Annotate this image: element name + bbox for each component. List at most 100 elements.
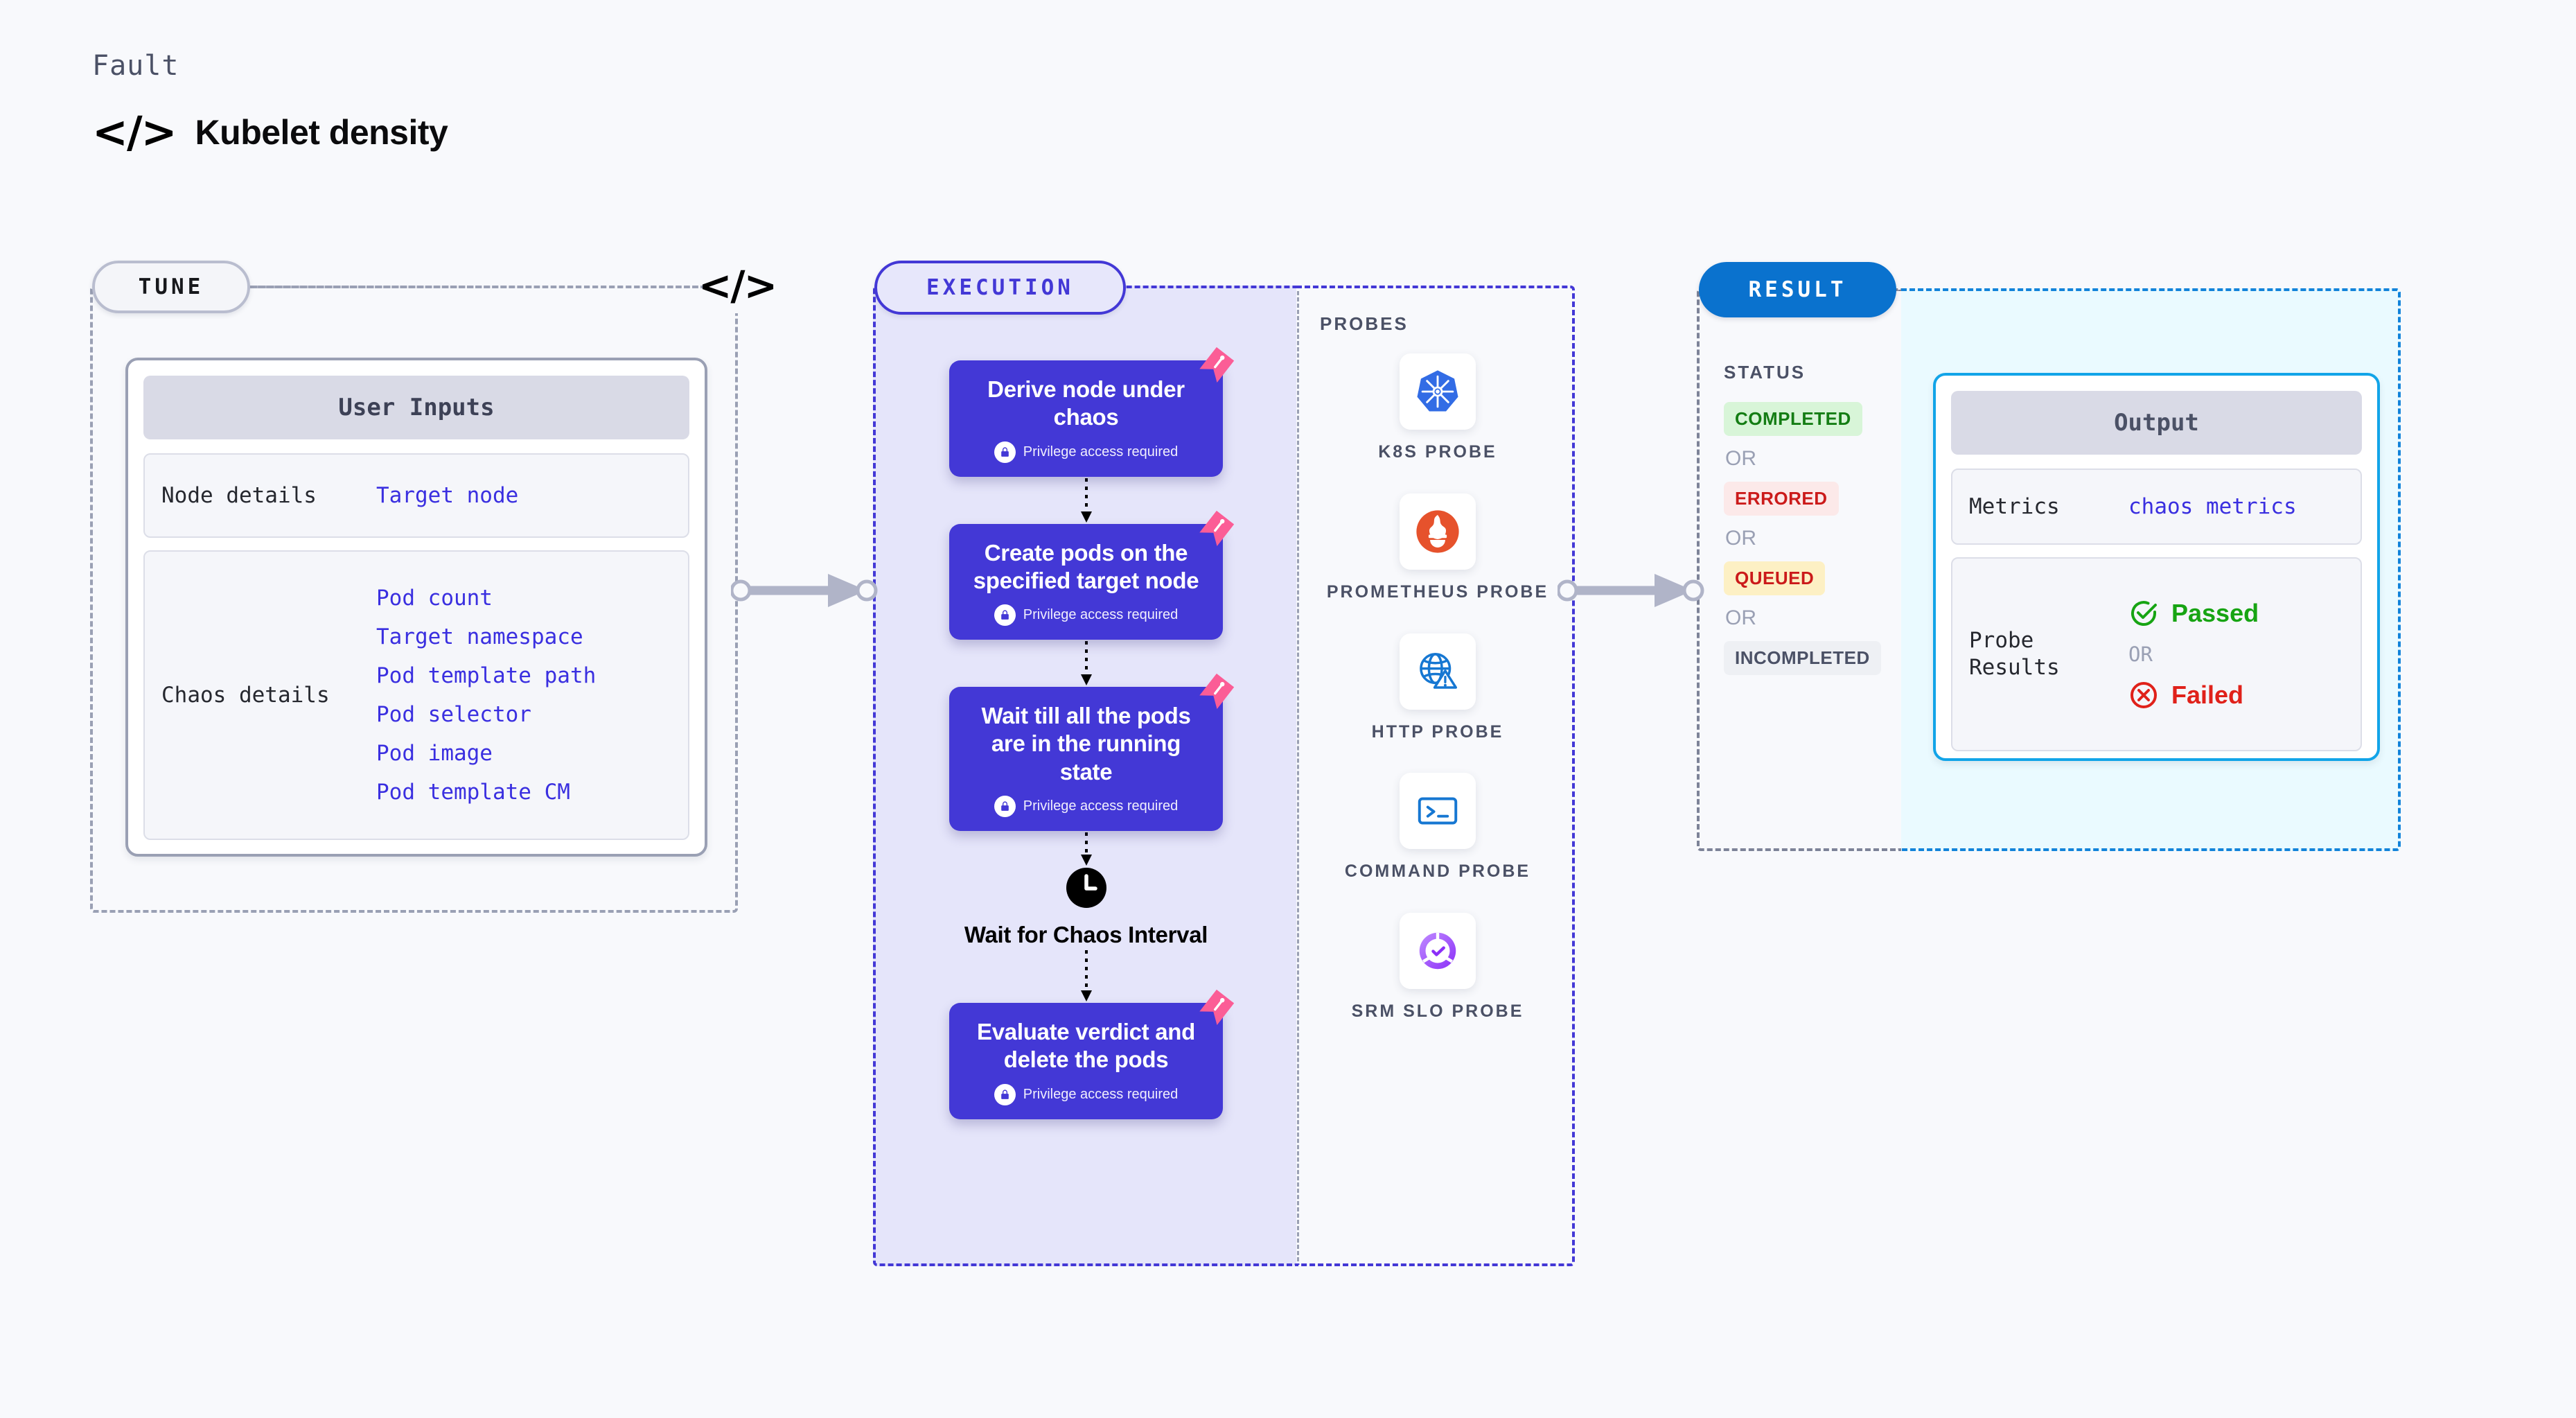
probe-result-passed: Passed (2128, 598, 2259, 629)
wait-label: Wait for Chaos Interval (964, 921, 1208, 947)
probe-item-http[interactable]: HTTP PROBE (1320, 633, 1555, 744)
wait-for-chaos-interval: Wait for Chaos Interval (949, 867, 1223, 949)
privilege-text: Privilege access required (1023, 444, 1179, 459)
metrics-value[interactable]: chaos metrics (2128, 494, 2297, 519)
probe-result-failed: Failed (2128, 680, 2259, 710)
step-privilege-note: Privilege access required (967, 1083, 1205, 1105)
flow-arrow (949, 477, 1223, 524)
row-label: Metrics (1969, 493, 2060, 519)
input-pod-count[interactable]: Pod count (376, 586, 493, 611)
flow-arrow (949, 831, 1223, 867)
lock-icon (994, 441, 1016, 463)
failed-label: Failed (2171, 681, 2244, 709)
x-circle-icon (2131, 682, 2157, 708)
execution-step-card[interactable]: Derive node under chaos Privilege access… (949, 347, 1235, 477)
ribbon-badge-icon (1199, 510, 1235, 546)
input-target-namespace[interactable]: Target namespace (376, 624, 583, 649)
connector-execution-to-result (1556, 570, 1706, 615)
row-label: Node details (161, 482, 317, 508)
connector-tune-to-execution (730, 570, 880, 615)
step-privilege-note: Privilege access required (967, 441, 1205, 463)
execution-flow: Derive node under chaos Privilege access… (949, 347, 1235, 1119)
input-target-node[interactable]: Target node (376, 483, 519, 508)
user-inputs-title: User Inputs (143, 376, 689, 439)
probe-tile (1400, 773, 1476, 850)
execution-step-card[interactable]: Wait till all the pods are in the runnin… (949, 673, 1235, 831)
probe-label: SRM SLO PROBE (1351, 1001, 1524, 1021)
probe-tile (1400, 353, 1476, 430)
execution-step-card[interactable]: Create pods on the specified target node… (949, 510, 1235, 640)
clock-icon (1066, 867, 1106, 908)
lock-icon (994, 1083, 1016, 1105)
tune-row-chaos-details: Chaos details Pod count Target namespace… (143, 550, 689, 840)
input-pod-template-cm[interactable]: Pod template CM (376, 780, 570, 805)
terminal-icon (1418, 797, 1458, 825)
output-card: Output Metrics chaos metrics Probe Resul… (1933, 373, 2380, 761)
output-row-probe-results: Probe Results Passed OR Failed (1951, 557, 2362, 751)
row-values: Pod count Target namespace Pod template … (376, 586, 596, 805)
row-values: Target node (376, 483, 518, 508)
kubernetes-icon (1417, 370, 1458, 412)
or-separator: OR (1725, 447, 1756, 470)
status-badge-queued: QUEUED (1724, 561, 1826, 595)
execution-step-card[interactable]: Evaluate verdict and delete the pods Pri… (949, 989, 1235, 1119)
execution-pill[interactable]: EXECUTION (874, 261, 1126, 315)
execution-probes-divider (1297, 291, 1299, 1261)
probe-item-command[interactable]: COMMAND PROBE (1320, 773, 1555, 884)
input-pod-selector[interactable]: Pod selector (376, 702, 531, 727)
row-values: Passed OR Failed (2128, 598, 2259, 710)
srm-slo-icon (1419, 932, 1456, 970)
or-separator: OR (1725, 527, 1756, 550)
privilege-text: Privilege access required (1023, 798, 1179, 814)
ribbon-badge-icon (1199, 989, 1235, 1026)
probe-item-k8s[interactable]: K8S PROBE (1320, 353, 1555, 464)
privilege-text: Privilege access required (1023, 1086, 1179, 1102)
page-eyebrow: Fault (92, 50, 179, 82)
passed-label: Passed (2171, 599, 2259, 627)
or-separator: OR (2128, 642, 2153, 666)
probes-list: K8S PROBE PROMETHEUS PROBE (1320, 353, 1555, 1053)
ribbon-badge-icon (1199, 673, 1235, 710)
probes-title: PROBES (1320, 313, 1409, 334)
input-pod-template-path[interactable]: Pod template path (376, 663, 597, 688)
output-row-metrics: Metrics chaos metrics (1951, 469, 2362, 545)
probe-tile (1400, 493, 1476, 570)
status-badge-errored: ERRORED (1724, 482, 1839, 516)
probe-tile (1400, 913, 1476, 989)
privilege-text: Privilege access required (1023, 607, 1179, 622)
tune-connector-line (249, 286, 707, 288)
status-badge-incompleted: INCOMPLETED (1724, 641, 1881, 675)
input-pod-image[interactable]: Pod image (376, 741, 493, 766)
probe-label: COMMAND PROBE (1344, 861, 1531, 882)
probe-label: HTTP PROBE (1371, 721, 1504, 742)
step-title: Wait till all the pods are in the runnin… (981, 703, 1191, 785)
probe-item-prometheus[interactable]: PROMETHEUS PROBE (1320, 493, 1555, 604)
row-values: chaos metrics (2128, 494, 2297, 519)
flow-arrow (949, 949, 1223, 1003)
http-globe-icon (1420, 652, 1457, 689)
step-title: Evaluate verdict and delete the pods (977, 1019, 1195, 1073)
or-separator: OR (1725, 606, 1756, 629)
row-label: Probe Results (1969, 628, 2060, 680)
flow-arrow (949, 640, 1223, 687)
status-badge-completed: COMPLETED (1724, 402, 1862, 436)
probe-label: PROMETHEUS PROBE (1326, 581, 1549, 602)
page-title-row: </> Kubelet density (92, 111, 448, 154)
row-label: Chaos details (161, 682, 330, 708)
tune-row-node-details: Node details Target node (143, 453, 689, 538)
ribbon-badge-icon (1199, 347, 1235, 383)
step-privilege-note: Privilege access required (967, 795, 1205, 817)
status-list: COMPLETED OR ERRORED OR QUEUED OR INCOMP… (1724, 402, 1897, 675)
result-pill[interactable]: RESULT (1699, 262, 1896, 317)
tune-pill[interactable]: TUNE (92, 261, 250, 313)
step-privilege-note: Privilege access required (967, 604, 1205, 626)
prometheus-icon (1416, 510, 1459, 553)
check-circle-icon (2131, 601, 2157, 626)
step-title: Derive node under chaos (987, 376, 1185, 430)
probe-item-srm-slo[interactable]: SRM SLO PROBE (1320, 913, 1555, 1024)
output-title: Output (1951, 391, 2362, 455)
code-icon-divider: </> (698, 258, 777, 313)
lock-icon (994, 795, 1016, 817)
step-title: Create pods on the specified target node (973, 539, 1199, 593)
